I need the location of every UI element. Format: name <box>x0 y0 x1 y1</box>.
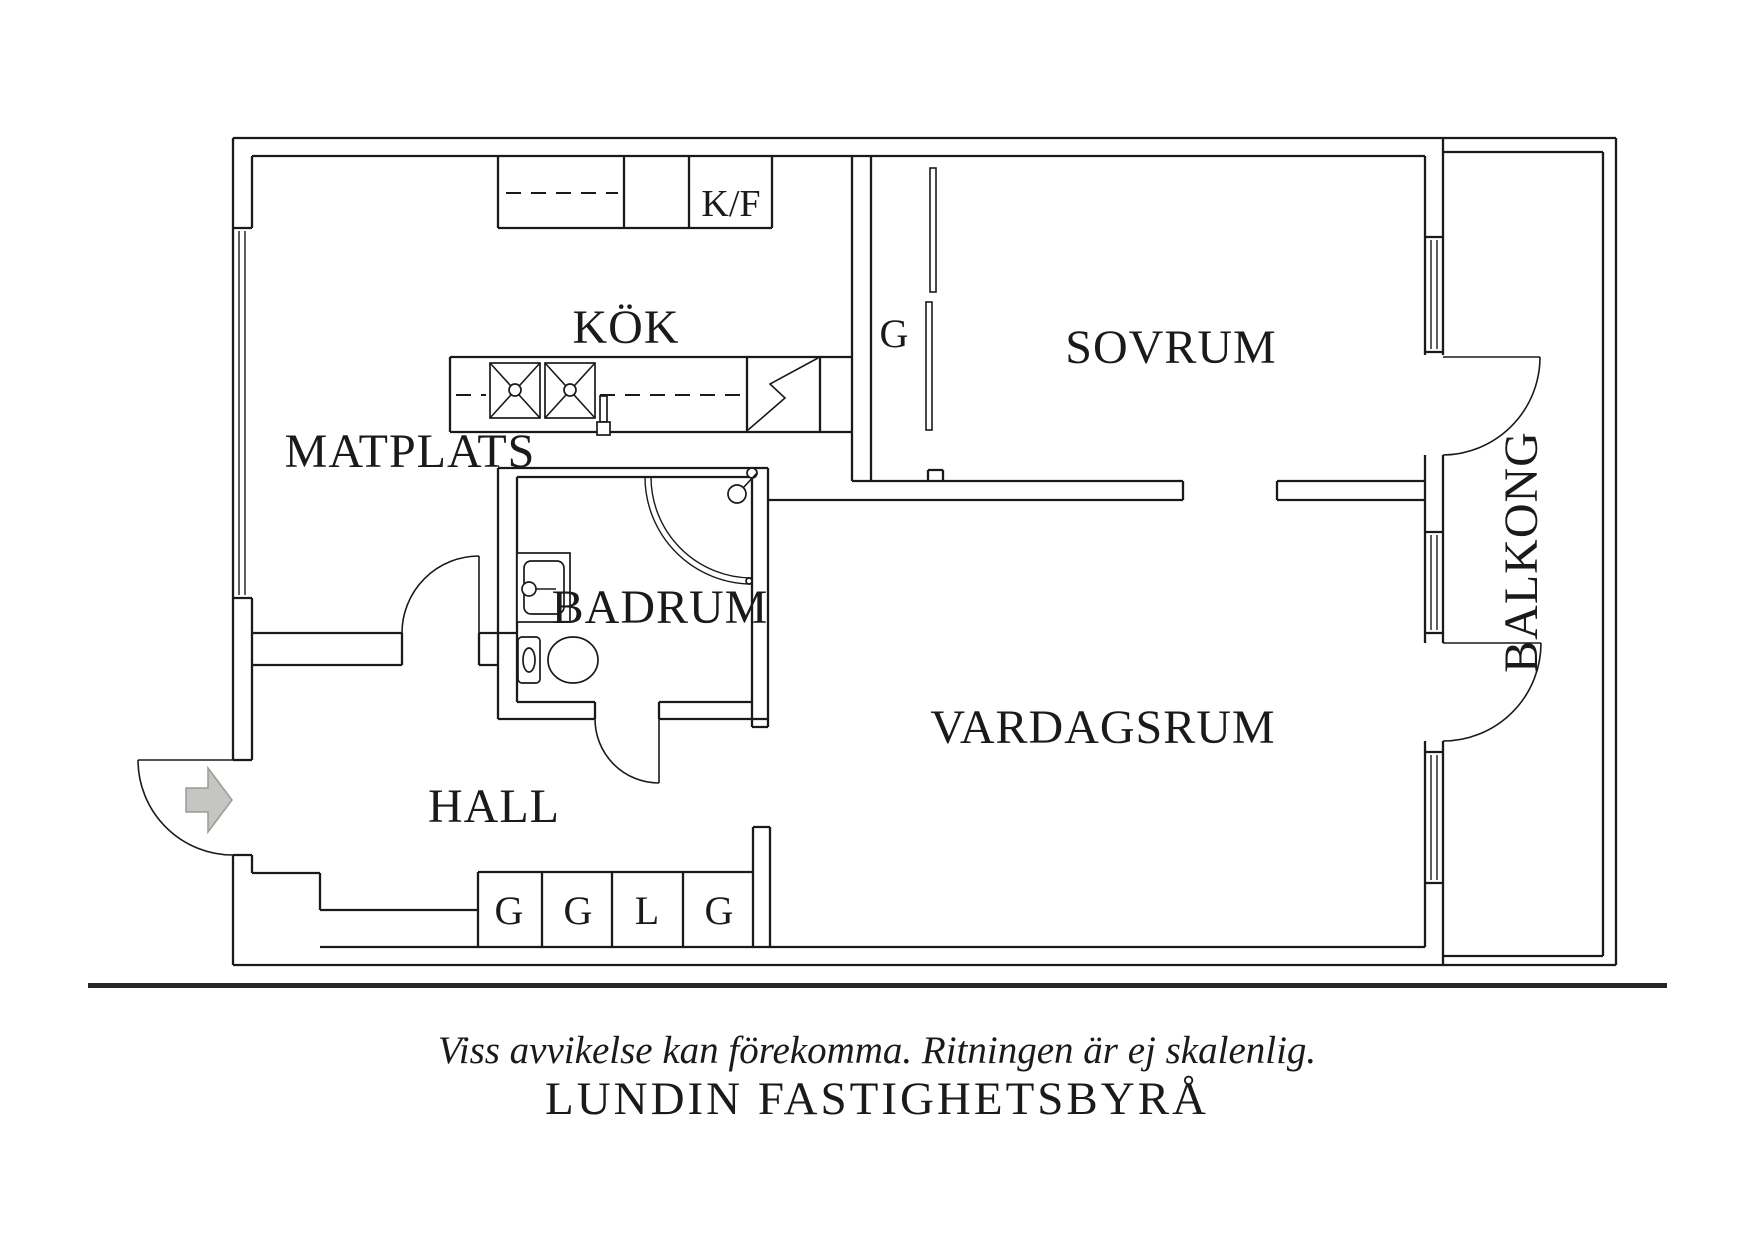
separator-line <box>88 983 1667 988</box>
bathroom-door <box>594 718 660 784</box>
kitchen-upper-cabinets <box>496 156 774 230</box>
hall-livingroom-wall <box>751 825 772 947</box>
room-label-kok: KÖK <box>573 301 680 354</box>
room-label-sovrum: SOVRUM <box>1065 321 1276 374</box>
bedroom-south-wall <box>768 468 1425 502</box>
closet-letter-1: G <box>495 888 524 933</box>
kitchen-counter <box>448 355 852 434</box>
wardrobe-label-bedroom: G <box>880 311 909 356</box>
room-label-hall: HALL <box>428 780 560 833</box>
fridge-freezer-label: K/F <box>701 183 760 225</box>
dining-hall-door <box>401 555 480 634</box>
stove-icon <box>747 357 819 431</box>
brand-name: LUNDIN FASTIGHETSBYRÅ <box>545 1073 1209 1125</box>
entrance-door <box>137 759 234 856</box>
closet-letter-3: L <box>635 888 659 933</box>
bathroom-sink-icon <box>516 552 571 623</box>
outer-walls <box>231 136 1618 967</box>
disclaimer-text: Viss avvikelse kan förekomma. Ritningen … <box>438 1029 1316 1072</box>
kitchen-sink-right <box>544 362 596 419</box>
dining-south-wall <box>252 631 517 667</box>
kitchen-faucet-icon <box>596 395 611 436</box>
balcony-door-bedroom <box>1442 356 1541 456</box>
bathroom-walls <box>496 466 770 729</box>
inner-walls <box>233 154 1425 949</box>
kitchen-sink-left <box>489 362 541 419</box>
room-label-balkong: BALKONG <box>1495 431 1548 673</box>
window-livingroom-upper <box>1425 530 1443 635</box>
closet-row-walls <box>476 870 753 947</box>
window-dining-left <box>233 226 252 600</box>
toilet-icon <box>517 636 599 684</box>
closet-letter-4: G <box>705 888 734 933</box>
entrance-arrow-icon <box>185 765 233 835</box>
kitchen-bedroom-wall <box>850 156 873 481</box>
room-label-matplats: MATPLATS <box>285 425 536 478</box>
balcony-railing <box>1443 150 1605 958</box>
wardrobe-sliding-doors <box>925 167 937 431</box>
window-livingroom-lower <box>1425 750 1443 885</box>
window-bedroom-right <box>1425 235 1443 354</box>
room-label-badrum: BADRUM <box>552 581 769 634</box>
balcony-door-livingroom <box>1442 642 1542 742</box>
plan-linework <box>231 136 1618 967</box>
closet-letter-2: G <box>564 888 593 933</box>
shower-icon <box>644 467 758 585</box>
balcony-wall <box>1423 138 1445 965</box>
room-label-vardagsrum: VARDAGSRUM <box>930 701 1275 754</box>
